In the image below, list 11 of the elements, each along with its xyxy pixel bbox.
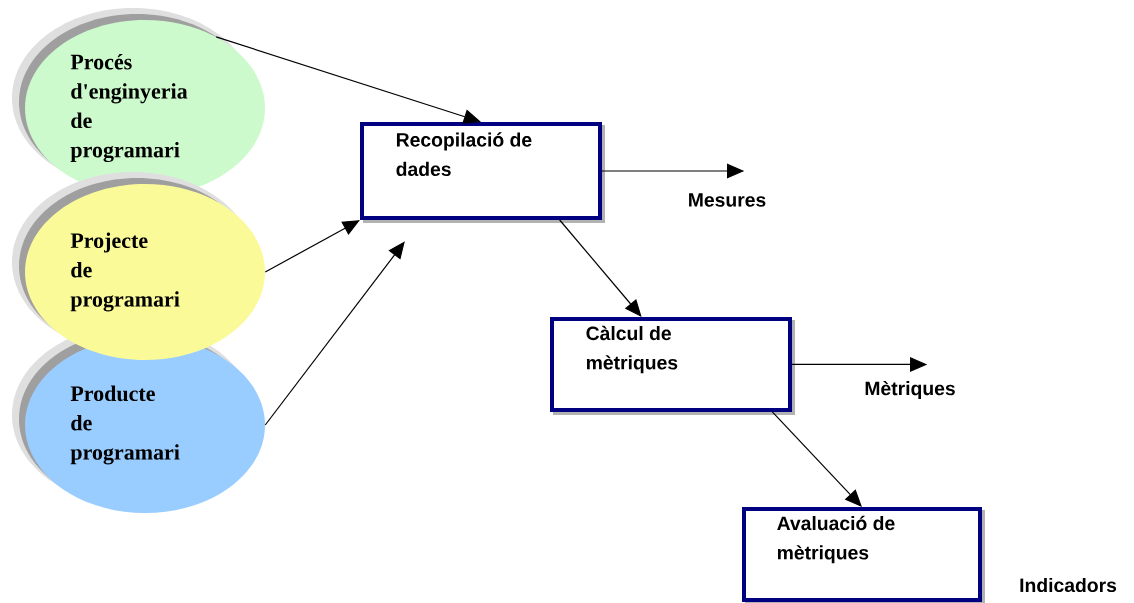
output-label: Mètriques	[865, 380, 955, 400]
arrow	[264, 220, 360, 273]
arrow	[264, 241, 405, 426]
process-box: Recopilació de dades	[360, 122, 605, 223]
process-box: Avaluació de mètriques	[742, 507, 985, 603]
arrow	[771, 411, 862, 507]
arrow	[559, 219, 642, 317]
output-label: Mesures	[689, 193, 766, 207]
output-label: Indicadors	[1020, 577, 1117, 593]
process-box: Càlcul de mètriques	[550, 317, 795, 415]
arrow	[215, 36, 481, 124]
